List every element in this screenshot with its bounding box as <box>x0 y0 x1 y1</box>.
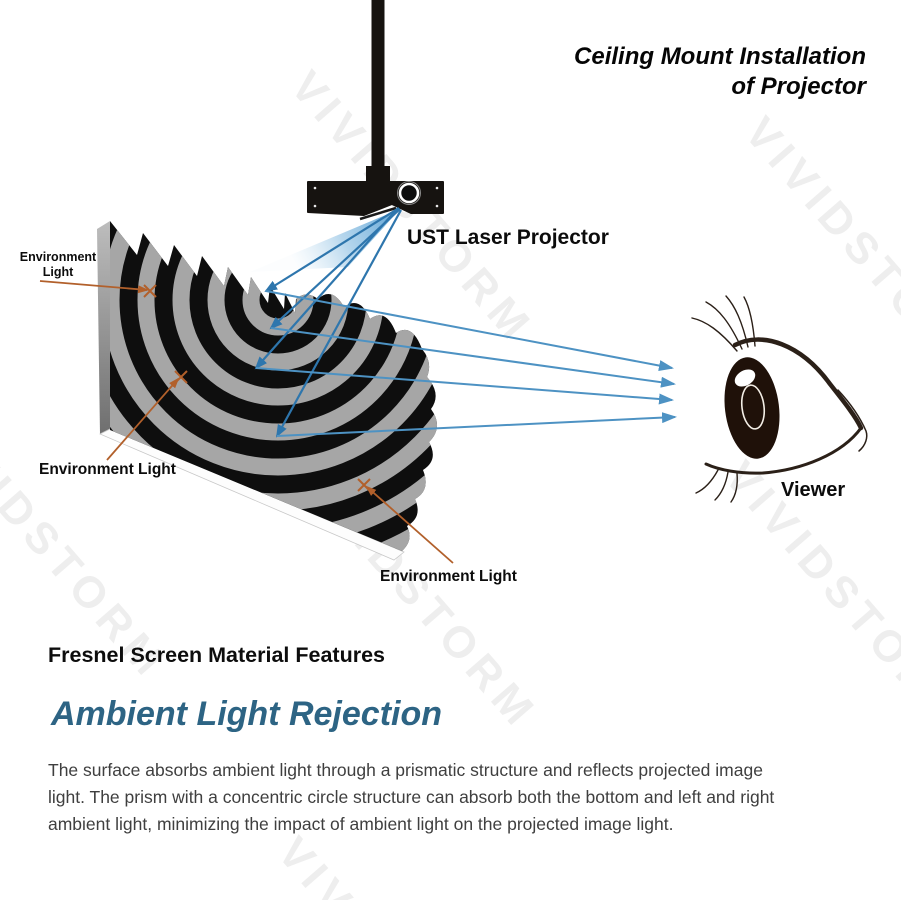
screen-bottom-edge <box>99 428 405 561</box>
projector <box>307 181 444 221</box>
projector-beams <box>254 207 402 438</box>
environment-light-label-1: Environment Light <box>19 250 97 279</box>
environment-light-arrows <box>39 280 454 564</box>
eye-lashes <box>691 295 756 503</box>
absorption-x-marks <box>143 284 371 492</box>
projection-light-fan <box>250 209 400 272</box>
projector-lens <box>397 181 421 205</box>
body-line: ambient light, minimizing the impact of … <box>48 814 674 834</box>
features-heading: Fresnel Screen Material Features <box>48 643 385 667</box>
environment-light-label-3: Environment Light <box>380 568 517 585</box>
screen-face <box>110 221 438 551</box>
features-body: The surface absorbs ambient light throug… <box>48 757 774 838</box>
eye-pupil-ring <box>740 384 766 430</box>
viewer-label: Viewer <box>781 479 846 501</box>
projector-screws <box>313 186 439 208</box>
viewer-eye <box>691 295 868 503</box>
diagram-title-line2: of Projector <box>731 73 866 100</box>
projector-label: UST Laser Projector <box>407 226 609 249</box>
reflected-rays <box>255 290 677 437</box>
diagram-title-line1: Ceiling Mount Installation <box>574 43 866 70</box>
projector-mouth-flap <box>359 206 397 221</box>
diagram-title: Ceiling Mount Installation of Projector <box>574 42 866 102</box>
environment-light-label-2: Environment Light <box>39 461 176 478</box>
eye-lids <box>704 337 868 475</box>
ceiling-mount-pole <box>366 0 390 183</box>
body-line: light. The prism with a concentric circl… <box>48 787 775 807</box>
body-line: The surface absorbs ambient light throug… <box>48 760 763 780</box>
eye-highlight <box>734 369 756 387</box>
fresnel-screen <box>97 221 438 561</box>
screen-side-edge <box>97 221 110 434</box>
features-subheading: Ambient Light Rejection <box>51 695 442 733</box>
